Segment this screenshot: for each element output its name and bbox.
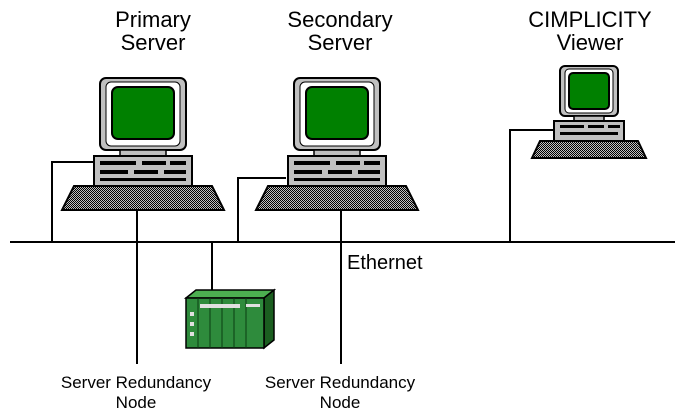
secondary-server-label: Secondary Server xyxy=(287,7,393,56)
plc-device-icon xyxy=(183,288,277,350)
viewer-label: CIMPLICITY Viewer xyxy=(528,7,652,56)
redundancy-node-left-label: Server Redundancy Node xyxy=(60,373,212,413)
primary-server-computer-icon xyxy=(61,77,225,211)
redundancy-node-right-label: Server Redundancy Node xyxy=(264,373,416,413)
viewer-computer-icon xyxy=(531,65,647,159)
primary-server-ethernet-link xyxy=(51,161,96,242)
ethernet-label: Ethernet xyxy=(347,252,423,274)
secondary-server-computer-icon xyxy=(255,77,419,211)
primary-server-label: Primary Server xyxy=(115,7,191,56)
viewer-ethernet-link xyxy=(509,129,556,242)
secondary-server-ethernet-link xyxy=(237,177,286,242)
